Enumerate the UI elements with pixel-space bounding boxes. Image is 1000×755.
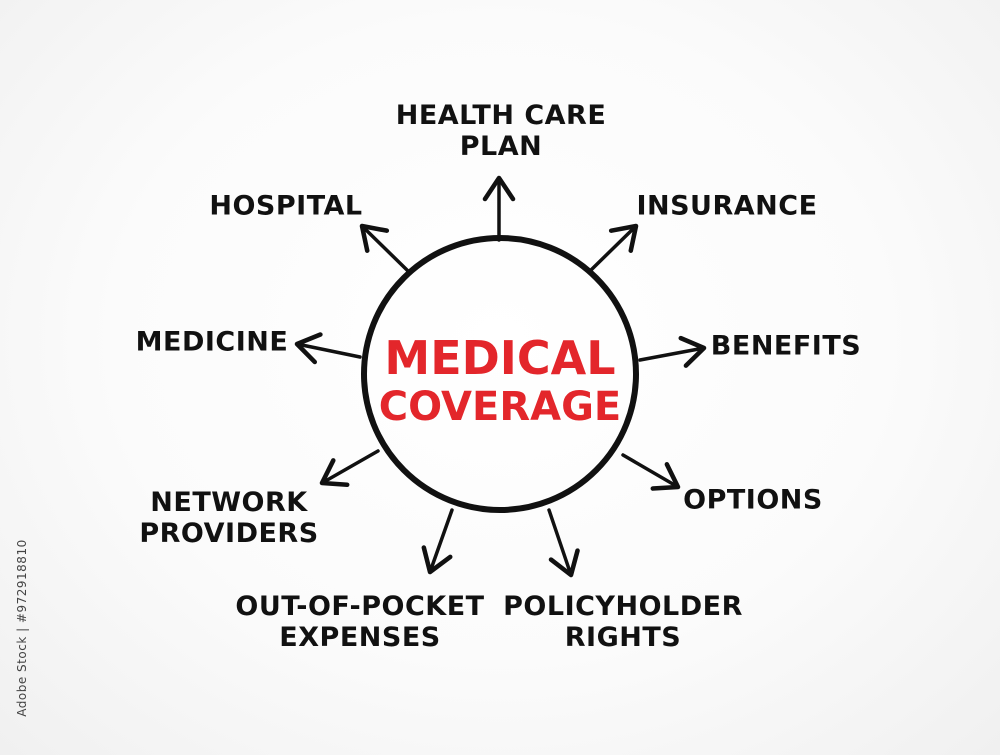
- node-label-line: PROVIDERS: [139, 518, 319, 549]
- arrow-to-policyholder-rights: [547, 508, 580, 578]
- node-label-line: RIGHTS: [564, 622, 682, 653]
- node-label-options: OPTIONS: [683, 485, 823, 516]
- arrow-to-network-providers: [319, 449, 380, 488]
- node-label-line: NETWORK: [150, 487, 308, 518]
- node-label-line: BENEFITS: [710, 330, 862, 362]
- node-label-line: INSURANCE: [636, 190, 818, 222]
- center-circle: [361, 235, 639, 513]
- node-label-line: POLICYHOLDER: [503, 591, 743, 622]
- arrow-to-out-of-pocket-expenses: [421, 508, 454, 575]
- center-title-line-1: MEDICAL: [384, 331, 616, 385]
- arrow-to-medicine: [294, 332, 362, 365]
- node-label-medicine: MEDICINE: [136, 327, 289, 358]
- node-label-line: OPTIONS: [683, 484, 823, 516]
- arrow-to-insurance: [588, 223, 639, 273]
- center-title-line-2: COVERAGE: [378, 384, 622, 430]
- node-label-line: HEALTH CARE: [395, 100, 607, 131]
- arrow-to-options: [621, 453, 681, 491]
- node-label-line: OUT-OF-POCKET: [235, 591, 485, 622]
- watermark-text: Adobe Stock | #972918810: [15, 539, 29, 717]
- center-title: MEDICAL COVERAGE: [379, 332, 621, 430]
- arrow-to-hospital: [359, 223, 409, 272]
- arrow-group: [294, 175, 707, 578]
- node-label-line: PLAN: [459, 131, 543, 162]
- arrow-to-benefits: [638, 335, 707, 368]
- node-label-hospital: HOSPITAL: [209, 191, 362, 222]
- node-label-insurance: INSURANCE: [636, 191, 817, 222]
- node-label-line: EXPENSES: [279, 622, 441, 653]
- node-label-line: HOSPITAL: [209, 190, 363, 222]
- node-label-line: MEDICINE: [135, 326, 289, 358]
- node-label-benefits: BENEFITS: [711, 331, 861, 362]
